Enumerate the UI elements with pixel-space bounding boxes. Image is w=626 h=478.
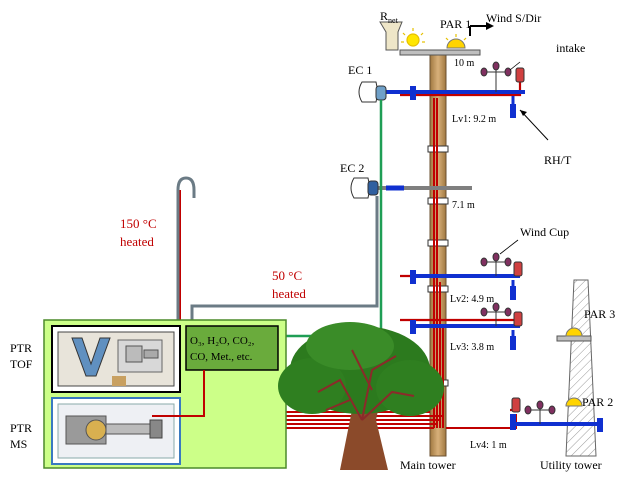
ec2-sonic-anemometer-icon (351, 178, 378, 198)
analyzer-line1: O₃, H₂O, CO₂, (190, 335, 255, 347)
rnet-label: Rnet (380, 9, 399, 25)
lv2-label: Lv2: 4.9 m (450, 294, 494, 305)
lv3-label: Lv3: 3.8 m (450, 342, 494, 353)
rnet-sensor-icon (380, 22, 402, 50)
par2-label: PAR 2 (582, 395, 613, 409)
utility-tower-label: Utility tower (540, 458, 602, 472)
ptr-tof-label-2: TOF (10, 357, 33, 371)
heated150-line1: 150 °C (120, 216, 157, 231)
lv4-label: Lv4: 1 m (470, 440, 507, 451)
top-platform (400, 50, 480, 55)
ec1-sonic-anemometer-icon (359, 82, 386, 102)
par1-label: PAR 1 (440, 17, 471, 31)
wind-sdir-label: Wind S/Dir (486, 11, 541, 25)
ec2-label: EC 2 (340, 161, 364, 175)
heated50-line2: heated (272, 286, 306, 301)
analyzer-box (186, 326, 278, 370)
ptr-ms-label-2: MS (10, 437, 27, 451)
heated50-line1: 50 °C (272, 268, 302, 283)
main-tower-label: Main tower (400, 458, 456, 472)
seven-m-label: 7.1 m (452, 200, 475, 211)
ptr-ms-label-1: PTR (10, 421, 32, 435)
sun-icon (401, 28, 425, 46)
rht-label: RH/T (544, 153, 572, 167)
tree-icon (278, 322, 444, 470)
ptr-tof-label-1: PTR (10, 341, 32, 355)
par3-label: PAR 3 (584, 307, 615, 321)
utility-platform-par3 (557, 336, 591, 341)
par1-sensor-icon (447, 39, 465, 48)
analyzer-line2: CO, Met., etc. (190, 351, 253, 363)
intake-label: intake (556, 41, 585, 55)
wind-cup-label: Wind Cup (520, 225, 569, 239)
heated150-line2: heated (120, 234, 154, 249)
ec1-label: EC 1 (348, 63, 372, 77)
windcup-pointer (500, 240, 518, 254)
ten-m-label: 10 m (454, 58, 475, 69)
lv1-label: Lv1: 9.2 m (452, 114, 496, 125)
